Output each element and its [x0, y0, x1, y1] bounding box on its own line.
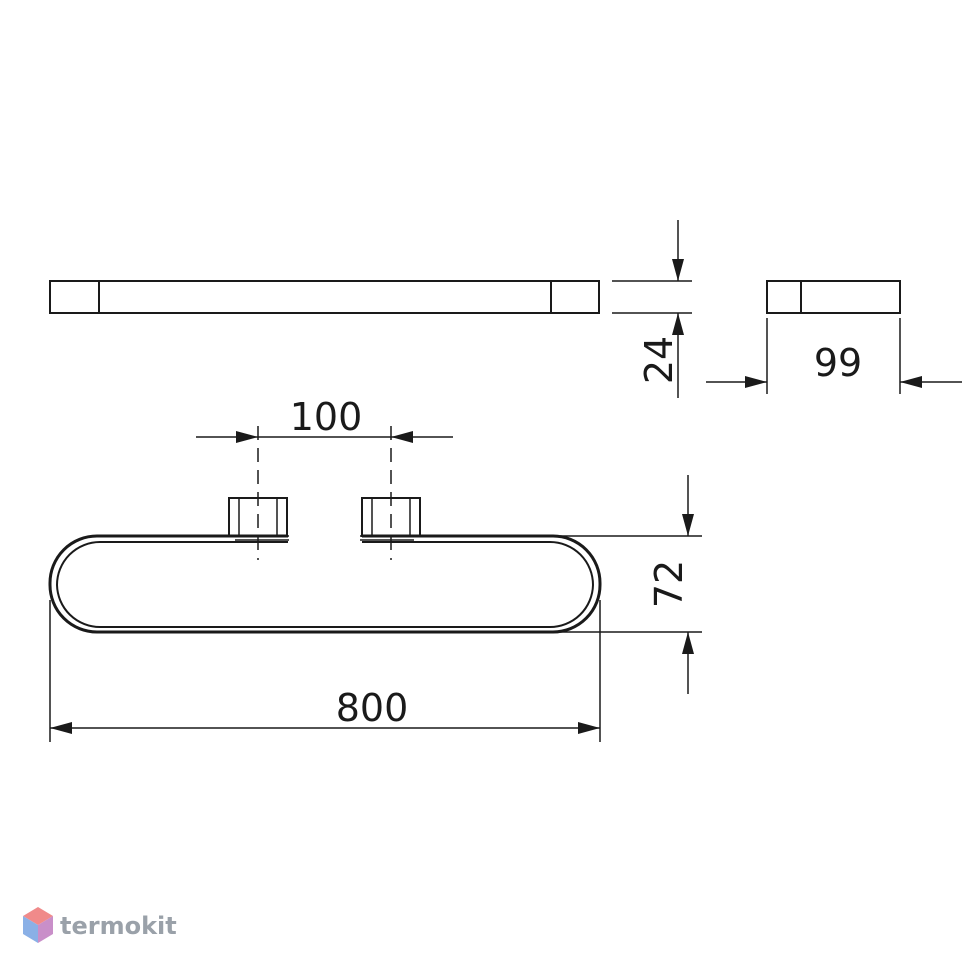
length-label: 800: [336, 686, 409, 730]
thickness-label: 24: [637, 336, 681, 384]
depth-dimension: 99: [706, 318, 962, 394]
depth-label: 99: [814, 341, 862, 385]
height-dimension: 72: [560, 475, 702, 694]
cube-logo-icon: [23, 907, 53, 943]
height-arrow-top: [682, 514, 694, 536]
depth-arrow-left: [745, 376, 767, 388]
brand-watermark: termokit: [23, 907, 177, 943]
height-label: 72: [647, 560, 691, 608]
top-view: [49, 280, 600, 314]
left-mount: [228, 497, 289, 541]
thickness-arrow-bottom: [672, 313, 684, 335]
rail-inner-outline: [55, 541, 595, 628]
height-arrow-bottom: [682, 632, 694, 654]
thickness-arrow-top: [672, 259, 684, 281]
length-dimension: 800: [49, 600, 601, 742]
thickness-dimension: 24: [612, 220, 692, 398]
right-mount: [360, 497, 421, 541]
brand-name: termokit: [60, 912, 177, 940]
depth-arrow-right: [900, 376, 922, 388]
spacing-arrow-right: [391, 431, 413, 443]
top-view-bar-outline: [49, 280, 600, 314]
side-view-outline: [766, 280, 901, 314]
spacing-label: 100: [290, 395, 363, 439]
length-arrow-left: [50, 722, 72, 734]
side-view: [766, 280, 901, 314]
rail-outer-outline: [48, 534, 602, 634]
spacing-arrow-left: [236, 431, 258, 443]
front-view: [48, 497, 602, 634]
spacing-dimension: 100: [196, 395, 453, 560]
length-arrow-right: [578, 722, 600, 734]
